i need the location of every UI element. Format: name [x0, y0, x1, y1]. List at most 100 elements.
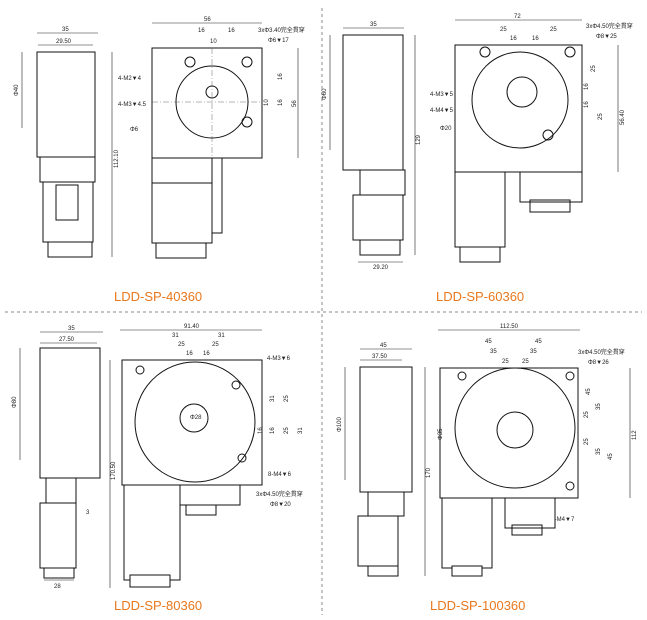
- front-view-60360: 72 25 25 16 16 3xΦ4.50完全貫穿 Φ8▼25 4-M3▼5 …: [430, 14, 633, 263]
- front-view-80360: 91.40 31 31 25 25 16 16 Φ28 4-M3▼6 8-M4▼…: [109, 324, 304, 588]
- dim-right-c: 25: [584, 411, 590, 418]
- hole-note-2: Φ8▼20: [270, 502, 291, 508]
- dim-right-b: 16: [584, 83, 590, 90]
- dim-side-width: 35: [68, 326, 75, 332]
- dim-inner-d: 16: [203, 351, 210, 357]
- dim-right-b: 25: [284, 395, 290, 402]
- dim-inner-a: 35: [490, 349, 497, 355]
- dim-right-a: 16: [278, 73, 284, 80]
- dim-front-width: 72: [514, 14, 521, 20]
- hole-note-1: 3xΦ4.50完全貫穿: [578, 348, 625, 356]
- hole-note-2: Φ6▼17: [268, 38, 289, 44]
- dim-front-width: 56: [204, 17, 211, 23]
- dim-side-diameter: Φ100: [337, 417, 343, 432]
- dim-pitch-b: 25: [550, 27, 557, 33]
- panel-title: LDD-SP-80360: [114, 598, 202, 613]
- dim-right-d: 25: [598, 113, 604, 120]
- dim-inner-d: 25: [522, 359, 529, 365]
- dim-front-height: 56: [292, 100, 298, 107]
- front-view-100360: 112.50 45 45 35 35 25 25 3xΦ4.50完全貫穿 Φ8▼…: [438, 324, 638, 577]
- dim-side-bottom-width: 29.20: [373, 265, 389, 271]
- dim-inner-c: 16: [186, 351, 193, 357]
- dim-inner-b: 16: [532, 36, 539, 42]
- dim-front-height: 170.50: [111, 461, 117, 480]
- dim-side-inner-width: 29.50: [56, 39, 72, 45]
- dim-right-e: 25: [284, 427, 290, 434]
- dim-right-d: 16: [270, 427, 276, 434]
- dim-front-width: 91.40: [184, 324, 200, 330]
- panel-60360: 35 Φ60 129 29.20 72 25 25 16 16 3xΦ4.50完…: [322, 14, 633, 304]
- rotary-table-circle: [454, 367, 576, 489]
- dim-side-inner-width: 27.50: [59, 337, 75, 343]
- dim-right-b: 35: [596, 403, 602, 410]
- hole-note-1: 3xΦ3.40完全貫穿: [258, 26, 305, 34]
- side-view-80360: 35 27.50 Φ80 3 28: [12, 326, 103, 590]
- dim-right-e: 35: [596, 448, 602, 455]
- dim-side-height: 112.10: [114, 149, 120, 168]
- dim-inner-c: 25: [502, 359, 509, 365]
- dim-side-inner-width: 37.50: [372, 354, 388, 360]
- panel-title: LDD-SP-60360: [436, 289, 524, 304]
- dim-right-a: 31: [270, 395, 276, 402]
- front-view-40360: 56 16 16 10 3xΦ3.40完全貫穿 Φ6▼17 4-M2▼4 4-M…: [118, 17, 305, 259]
- dim-right-a: 25: [591, 65, 597, 72]
- dim-side-diameter: Φ80: [12, 396, 18, 408]
- dim-side-height: 129: [416, 134, 422, 145]
- dim-side-width: 35: [62, 27, 69, 33]
- side-view-100360: 45 37.50 Φ100 170: [337, 343, 432, 577]
- label-m3-holes: 4-M3▼5: [430, 92, 454, 98]
- dim-right-d: 25: [584, 438, 590, 445]
- dim-pitch-a: 16: [198, 28, 205, 34]
- dim-right-f: 45: [608, 453, 614, 460]
- dim-pitch-a: 25: [500, 27, 507, 33]
- dim-side-width: 35: [370, 22, 377, 28]
- dim-right-c: 16: [278, 99, 284, 106]
- label-m4-holes: 16-M4▼7: [548, 517, 575, 523]
- panel-80360: 35 27.50 Φ80 3 28 91.40 31 31 25 25 16 1…: [12, 324, 304, 613]
- panel-title: LDD-SP-100360: [430, 598, 525, 613]
- dim-side-step: 3: [86, 510, 90, 516]
- dim-pitch-b: 45: [535, 339, 542, 345]
- label-center-dia: Φ20: [440, 126, 452, 132]
- label-center-dia: Φ6: [130, 127, 139, 133]
- dim-pitch-a: 45: [485, 339, 492, 345]
- dim-side-diameter: Φ60: [322, 88, 328, 100]
- hole-note-2: Φ8▼26: [588, 360, 609, 366]
- label-m4-holes: 8-M4▼6: [268, 472, 292, 478]
- dim-front-width: 112.50: [500, 324, 519, 330]
- dim-right-c: 16: [584, 101, 590, 108]
- dim-right-c: 16: [258, 427, 264, 434]
- dim-inner-a: 25: [178, 342, 185, 348]
- dim-side-bottom-width: 28: [54, 584, 61, 590]
- dim-front-height: 56.40: [620, 109, 626, 125]
- rotary-table-circle: [471, 51, 569, 149]
- dim-center-pitch: 10: [210, 39, 217, 45]
- dim-inner-b: 25: [212, 342, 219, 348]
- dim-right-f: 31: [298, 427, 304, 434]
- dim-right-a: 45: [586, 388, 592, 395]
- dim-pitch-a: 31: [172, 333, 179, 339]
- panel-title: LDD-SP-40360: [114, 289, 202, 304]
- panel-40360: 35 29.50 Φ40 112.10 56 16 16 10 3xΦ3.40完…: [14, 17, 305, 304]
- label-center-dia: Φ35: [438, 428, 444, 440]
- dim-side-width: 45: [380, 343, 387, 349]
- panel-100360: 45 37.50 Φ100 170 112.50 45 45 35 35 25 …: [337, 324, 638, 613]
- dim-side-height: 170: [426, 467, 432, 478]
- label-center-dia: Φ28: [190, 415, 202, 421]
- dim-front-height: 112: [632, 430, 638, 440]
- side-view-40360: 35 29.50 Φ40 112.10: [14, 27, 120, 258]
- dim-inner-a: 16: [510, 36, 517, 42]
- rotary-table-circle: [134, 361, 256, 483]
- hole-note-1: 3xΦ4.50完全貫穿: [256, 490, 303, 498]
- label-m3-holes: 4-M3▼4.5: [118, 102, 147, 108]
- hole-note-1: 3xΦ4.50完全貫穿: [586, 22, 633, 30]
- dim-right-b: 10: [264, 99, 270, 106]
- label-m2-holes: 4-M2▼4: [118, 76, 142, 82]
- dim-pitch-b: 31: [218, 333, 225, 339]
- dim-inner-b: 35: [530, 349, 537, 355]
- dim-side-diameter: Φ40: [14, 84, 20, 96]
- label-m4-holes: 4-M4▼5: [430, 108, 454, 114]
- side-view-60360: 35 Φ60 129 29.20: [322, 22, 422, 271]
- dim-pitch-b: 16: [228, 28, 235, 34]
